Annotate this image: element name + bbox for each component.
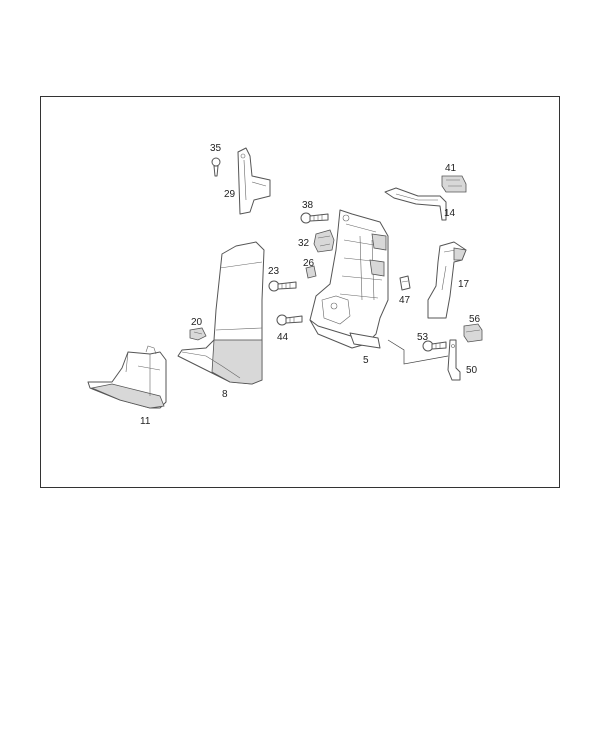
callout-56: 56 bbox=[469, 314, 481, 325]
callout-17: 17 bbox=[458, 279, 470, 290]
part-32-clip bbox=[313, 229, 335, 253]
part-44-screw bbox=[276, 314, 303, 326]
callout-50: 50 bbox=[466, 365, 478, 376]
part-50-bracket bbox=[447, 339, 461, 381]
callout-47: 47 bbox=[399, 295, 411, 306]
callout-23: 23 bbox=[268, 266, 280, 277]
part-56-clip bbox=[463, 323, 483, 343]
callout-41: 41 bbox=[445, 163, 457, 174]
part-26-clip bbox=[305, 265, 317, 279]
callout-26: 26 bbox=[303, 258, 315, 269]
diagram-frame bbox=[40, 96, 560, 488]
callout-5: 5 bbox=[363, 355, 369, 366]
part-17-trim bbox=[427, 241, 467, 319]
callout-14: 14 bbox=[444, 208, 456, 219]
part-5-panel bbox=[309, 209, 389, 349]
callout-35: 35 bbox=[210, 143, 222, 154]
callout-32: 32 bbox=[298, 238, 310, 249]
callout-11: 11 bbox=[140, 416, 151, 427]
part-38-screw bbox=[300, 212, 329, 224]
callout-20: 20 bbox=[191, 317, 203, 328]
part-53-screw bbox=[422, 340, 447, 352]
part-20-clip bbox=[189, 327, 207, 341]
callout-38: 38 bbox=[302, 200, 314, 211]
leader-line bbox=[387, 339, 449, 365]
callout-44: 44 bbox=[277, 332, 289, 343]
part-41-clip bbox=[441, 175, 467, 193]
part-23-screw bbox=[268, 280, 297, 292]
callout-53: 53 bbox=[417, 332, 429, 343]
part-35-screw bbox=[211, 157, 221, 177]
callout-29: 29 bbox=[224, 189, 236, 200]
part-14-trim bbox=[384, 187, 447, 221]
part-29-bracket bbox=[237, 147, 271, 215]
part-8-pillar-trim bbox=[177, 241, 265, 385]
callout-8: 8 bbox=[222, 389, 228, 400]
part-47-clip bbox=[399, 275, 411, 291]
part-11-lower-trim bbox=[87, 345, 167, 409]
